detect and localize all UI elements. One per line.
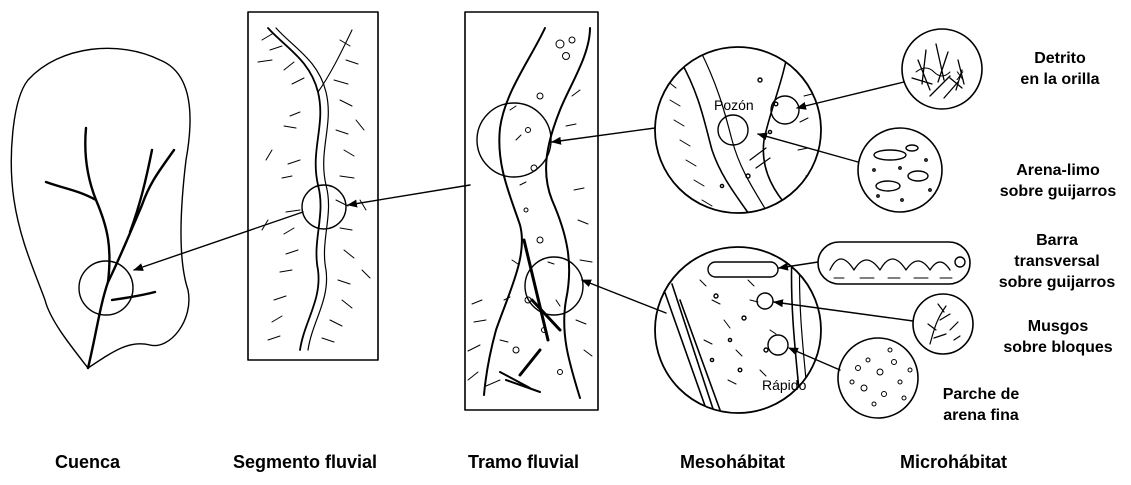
microhabitat-debris: X: [902, 29, 982, 109]
pool-circle: [655, 47, 821, 213]
label-tramo: Tramo fluvial: [468, 452, 579, 472]
reach-pool-circle: [477, 103, 551, 177]
segment-zoom-circle: [302, 185, 346, 229]
label-bar-line-2: transversal: [984, 251, 1130, 272]
label-sand-silt-line-1: Arena-limo: [988, 160, 1128, 181]
label-cuenca: Cuenca: [55, 452, 120, 472]
microhabitat-fine-sand: [838, 338, 918, 418]
label-debris: Detrito en la orilla: [1000, 48, 1120, 90]
label-sand-silt-line-2: sobre guijarros: [988, 181, 1128, 202]
segment-river: [268, 28, 321, 350]
label-fine-sand: Parche de arena fina: [916, 384, 1046, 426]
label-bar-line-1: Barra: [984, 230, 1130, 251]
segment-panel: [248, 12, 378, 360]
label-fine-sand-line-2: arena fina: [916, 405, 1046, 426]
label-moss: Musgos sobre bloques: [990, 316, 1126, 358]
label-sand-silt: Arena-limo sobre guijarros: [988, 160, 1128, 202]
label-mesohabitat: Mesohábitat: [680, 452, 785, 472]
arrow-moss-to-riffle: [774, 302, 913, 321]
pool-mesohabitat: [655, 40, 821, 230]
reach-channel-right-bank: [546, 28, 590, 398]
label-fine-sand-line-1: Parche de: [916, 384, 1046, 405]
riffle-label: Rápido: [762, 375, 806, 395]
microhabitat-transverse-bar: [818, 242, 970, 284]
catchment-outline: [11, 48, 190, 368]
arrow-bar-to-riffle: [779, 262, 818, 268]
arrow-sandsilt-to-pool: [758, 134, 858, 162]
riffle-transverse-bar: [708, 262, 778, 277]
microhabitat-moss: [913, 294, 973, 354]
label-debris-line-2: en la orilla: [1000, 69, 1120, 90]
scale-arrows: [134, 82, 913, 370]
riffle-microhabitat-spot-1: [757, 293, 773, 309]
arrow-pool-to-reach: [552, 128, 655, 142]
arrow-riffle-to-reach: [582, 280, 666, 313]
label-moss-line-2: sobre bloques: [990, 337, 1126, 358]
label-debris-line-1: Detrito: [1000, 48, 1120, 69]
reach-panel: [465, 12, 598, 410]
label-bar-line-3: sobre guijarros: [984, 272, 1130, 293]
pool-label: Pozón: [714, 95, 754, 115]
label-segmento: Segmento fluvial: [233, 452, 377, 472]
catchment-river-network: [46, 128, 174, 368]
microhabitat-sand-silt: [858, 128, 942, 212]
catchment-drawing: [11, 48, 190, 368]
reach-channel-left-bank: [484, 28, 545, 395]
label-moss-line-1: Musgos: [990, 316, 1126, 337]
reach-bank-hatching: [468, 90, 592, 386]
arrow-segment-to-catchment: [134, 212, 303, 270]
pool-microhabitat-spot-1: [771, 96, 799, 124]
label-transverse-bar: Barra transversal sobre guijarros: [984, 230, 1130, 293]
pool-microhabitat-spot-2: [718, 115, 748, 145]
svg-text:X: X: [956, 69, 964, 83]
riffle-microhabitat-spot-2: [768, 335, 788, 355]
label-microhabitat: Microhábitat: [900, 452, 1007, 472]
arrow-reach-to-segment: [348, 185, 470, 205]
